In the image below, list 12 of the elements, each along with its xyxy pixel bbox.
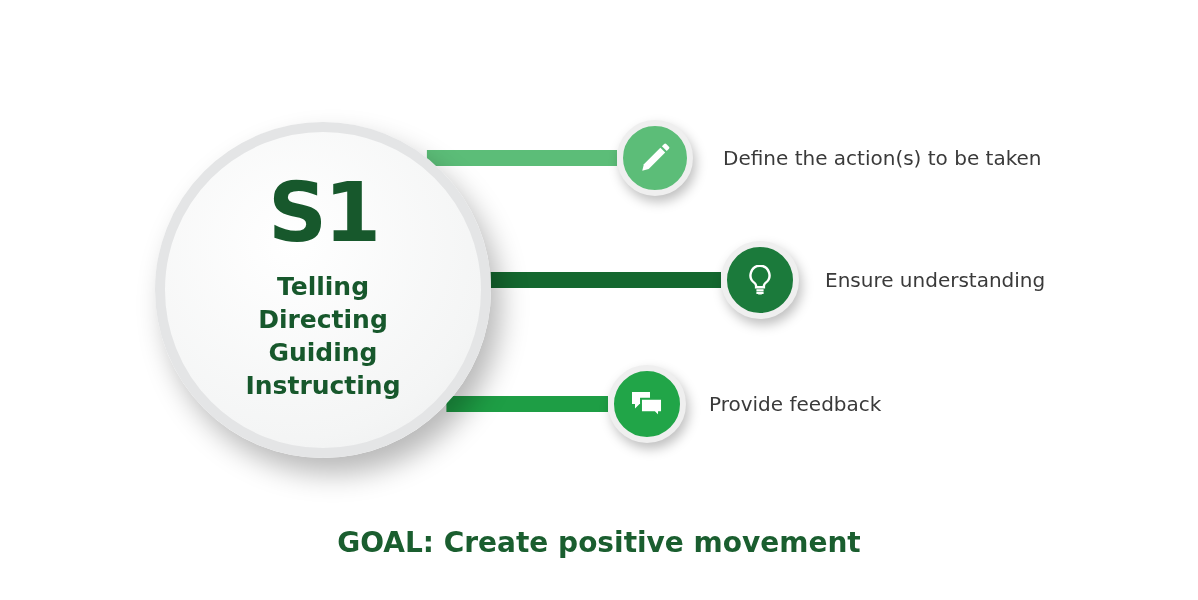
connector-bar — [490, 272, 721, 288]
step-text: Provide feedback — [709, 392, 882, 416]
leadership-styles-text: Telling Directing Guiding Instructing — [245, 271, 401, 402]
goal-caption: GOAL: Create positive movement — [337, 526, 861, 559]
step-text: Ensure understanding — [825, 268, 1046, 292]
connector-bar — [446, 396, 608, 412]
connector-bar — [426, 150, 617, 166]
step-circle — [721, 241, 799, 319]
step-circle — [617, 120, 693, 196]
stage-label: S1 — [267, 172, 379, 254]
step-text: Define the action(s) to be taken — [723, 146, 1042, 170]
step-circle — [608, 365, 686, 443]
